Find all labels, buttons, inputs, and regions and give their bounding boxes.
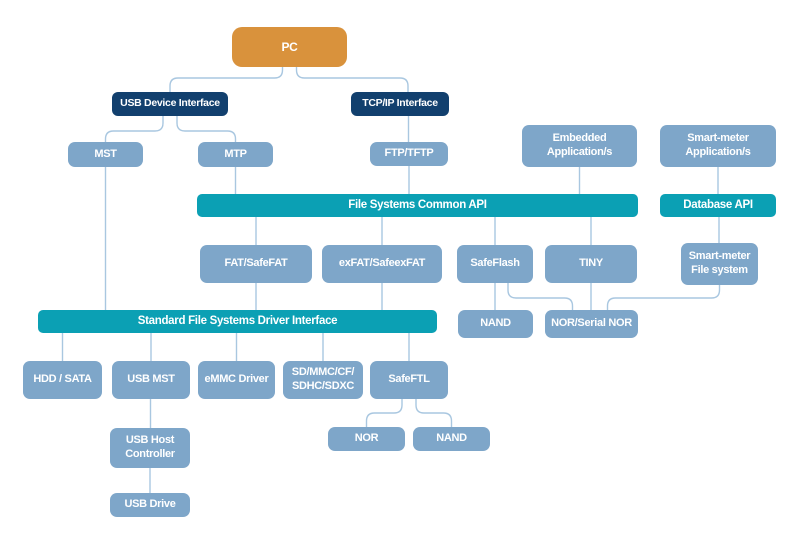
node-nand-mid: NAND: [458, 310, 533, 338]
node-tcpip-interface: TCP/IP Interface: [351, 92, 449, 116]
node-fs-common-api: File Systems Common API: [197, 194, 638, 217]
node-safeftl: SafeFTL: [370, 361, 448, 399]
node-exfat-safeexfat: exFAT/SafeexFAT: [322, 245, 442, 283]
node-sd-mmc: SD/MMC/CF/ SDHC/SDXC: [283, 361, 363, 399]
connector-safeflash--nor-serial-nor: [507, 283, 574, 310]
connector-pc--tcpip-interface: [295, 67, 409, 92]
node-smart-meter-apps: Smart-meter Application/s: [660, 125, 776, 167]
node-mtp: MTP: [198, 142, 273, 167]
node-database-api: Database API: [660, 194, 776, 217]
connector-safeftl--nor-bottom: [365, 399, 403, 427]
node-std-driver-interface: Standard File Systems Driver Interface: [38, 310, 437, 333]
node-nand-bottom: NAND: [413, 427, 490, 451]
node-smart-meter-fs: Smart-meter File system: [681, 243, 758, 285]
connector-pc--usb-device-interface: [169, 67, 284, 92]
node-mst: MST: [68, 142, 143, 167]
connector-smart-meter-fs--nor-serial-nor: [606, 285, 721, 310]
node-emmc-driver: eMMC Driver: [198, 361, 275, 399]
node-fat-safefat: FAT/SafeFAT: [200, 245, 312, 283]
node-usb-host-controller: USB Host Controller: [110, 428, 190, 468]
connector-usb-device-interface--mtp: [176, 116, 237, 142]
node-safeflash: SafeFlash: [457, 245, 533, 283]
node-pc: PC: [232, 27, 347, 67]
node-nor-serial-nor: NOR/Serial NOR: [545, 310, 638, 338]
node-ftp-tftp: FTP/TFTP: [370, 142, 448, 166]
node-usb-mst: USB MST: [112, 361, 190, 399]
node-usb-drive: USB Drive: [110, 493, 190, 517]
node-hdd-sata: HDD / SATA: [23, 361, 102, 399]
node-nor-bottom: NOR: [328, 427, 405, 451]
connector-usb-device-interface--mst: [104, 116, 164, 142]
node-embedded-apps: Embedded Application/s: [522, 125, 637, 167]
node-usb-device-interface: USB Device Interface: [112, 92, 228, 116]
connector-safeftl--nand-bottom: [415, 399, 453, 427]
node-tiny: TINY: [545, 245, 637, 283]
